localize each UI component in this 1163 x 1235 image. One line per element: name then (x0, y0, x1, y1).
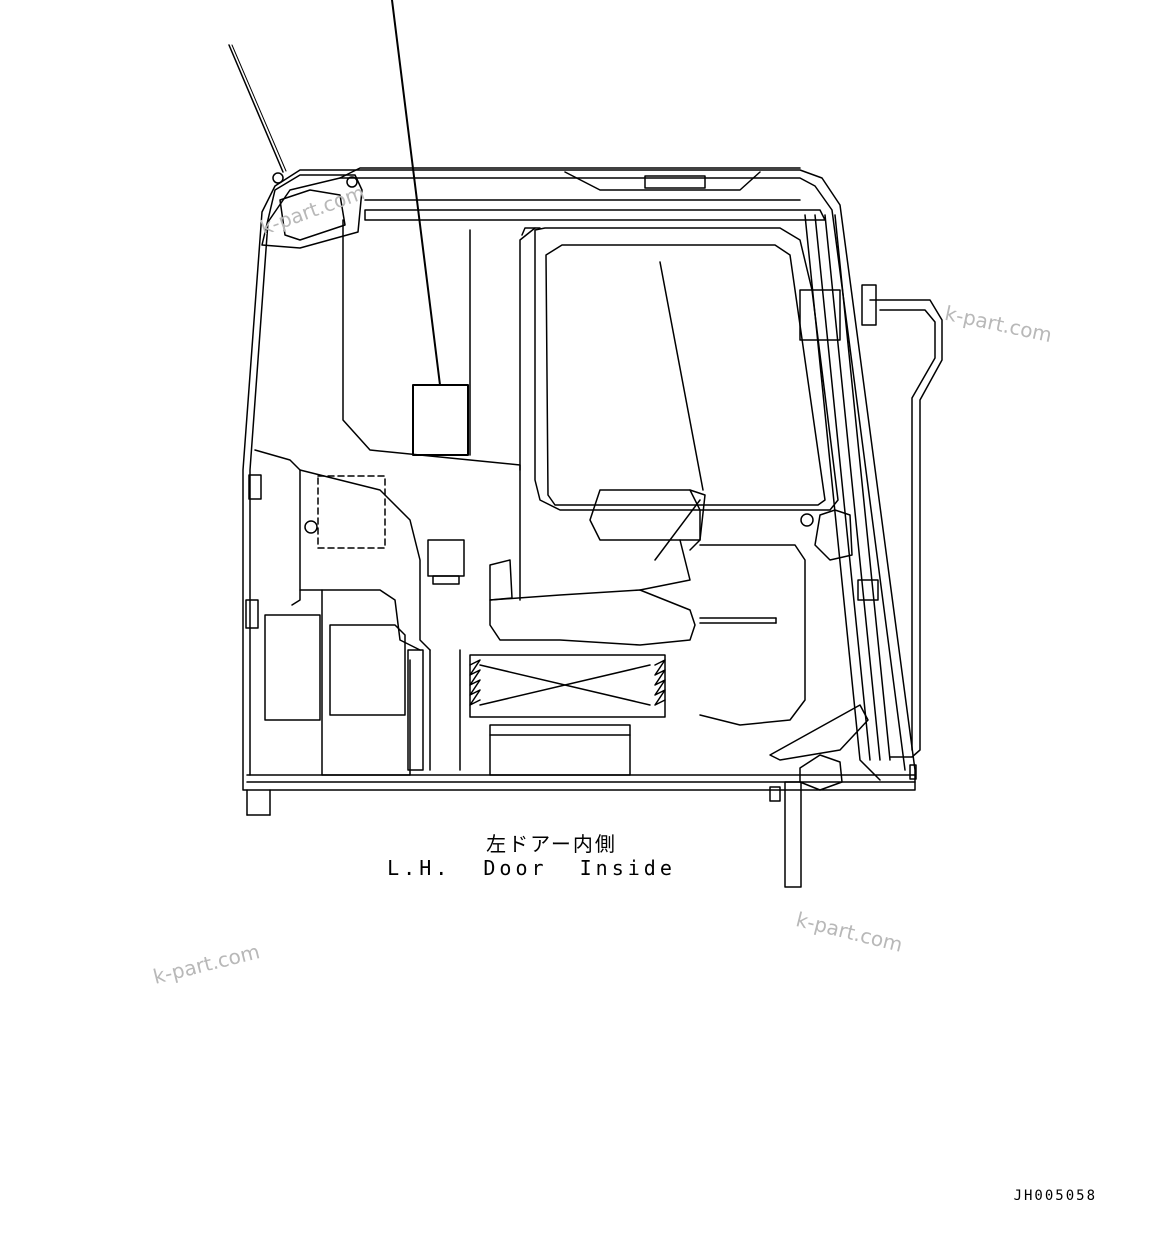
leader-line-window (659, 261, 704, 491)
drawing-number: JH005058 (1013, 1188, 1097, 1204)
seat-suspension (469, 654, 666, 776)
lower-cabinet (264, 589, 461, 776)
figure-caption-japanese: 左ドアー内側 (486, 832, 617, 856)
left-pillar (245, 449, 301, 629)
small-box (427, 539, 465, 577)
leader-line-label (391, 0, 441, 386)
seat (489, 489, 777, 646)
right-console (699, 509, 869, 791)
label-plate (412, 384, 469, 456)
dashed-panel (317, 475, 386, 549)
floor (246, 774, 916, 888)
roof-rail (339, 167, 826, 221)
antenna (228, 44, 287, 173)
door-frame-right (799, 214, 943, 781)
cab-outline (242, 169, 916, 816)
bolt-icon (304, 520, 318, 534)
corner-module (261, 172, 363, 249)
rear-panel (299, 219, 521, 651)
figure-caption-english: L.H. Door Inside (387, 856, 676, 880)
side-window (519, 227, 839, 511)
